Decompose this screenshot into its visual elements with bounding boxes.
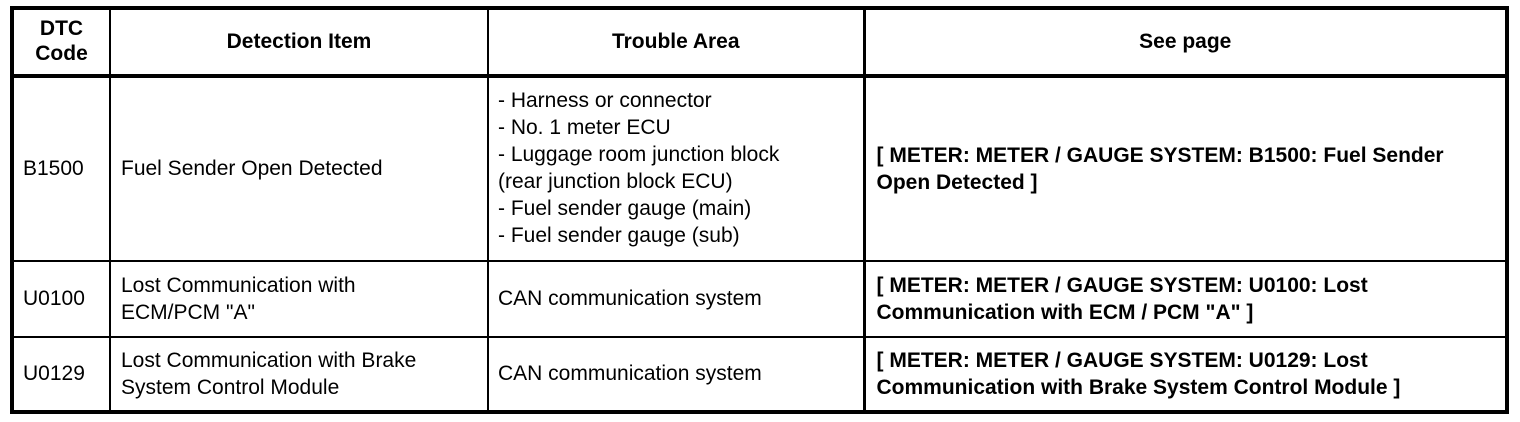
cell-detection-item: Lost Communication with Brake System Con…: [110, 336, 489, 412]
header-dtc-code: DTC Code: [12, 8, 111, 78]
cell-detection-item: Fuel Sender Open Detected: [110, 76, 489, 261]
cell-see-page-link[interactable]: [ METER: METER / GAUGE SYSTEM: U0129: Lo…: [862, 336, 1507, 412]
header-row: DTC Code Detection Item Trouble Area See…: [12, 8, 1507, 78]
table-header: DTC Code Detection Item Trouble Area See…: [12, 8, 1507, 78]
table-body: B1500 Fuel Sender Open Detected - Harnes…: [12, 76, 1507, 412]
table-row: U0129 Lost Communication with Brake Syst…: [12, 336, 1507, 412]
cell-see-page-link[interactable]: [ METER: METER / GAUGE SYSTEM: B1500: Fu…: [862, 76, 1507, 261]
cell-trouble-area: - Harness or connector - No. 1 meter ECU…: [488, 76, 865, 261]
dtc-diagnostic-trouble-code-table: DTC Code Detection Item Trouble Area See…: [10, 6, 1509, 414]
cell-trouble-area: CAN communication system: [488, 260, 865, 337]
cell-detection-item: Lost Communication with ECM/PCM "A": [110, 260, 489, 337]
header-trouble-area: Trouble Area: [488, 8, 865, 78]
table-row: U0100 Lost Communication with ECM/PCM "A…: [12, 260, 1507, 337]
cell-dtc-code: B1500: [12, 76, 111, 261]
cell-dtc-code: U0100: [12, 260, 111, 337]
cell-see-page-link[interactable]: [ METER: METER / GAUGE SYSTEM: U0100: Lo…: [862, 260, 1507, 337]
header-detection-item: Detection Item: [110, 8, 489, 78]
header-see-page: See page: [862, 8, 1507, 78]
cell-trouble-area: CAN communication system: [488, 336, 865, 412]
dtc-table-container: DTC Code Detection Item Trouble Area See…: [10, 6, 1509, 414]
cell-dtc-code: U0129: [12, 336, 111, 412]
table-row: B1500 Fuel Sender Open Detected - Harnes…: [12, 76, 1507, 261]
